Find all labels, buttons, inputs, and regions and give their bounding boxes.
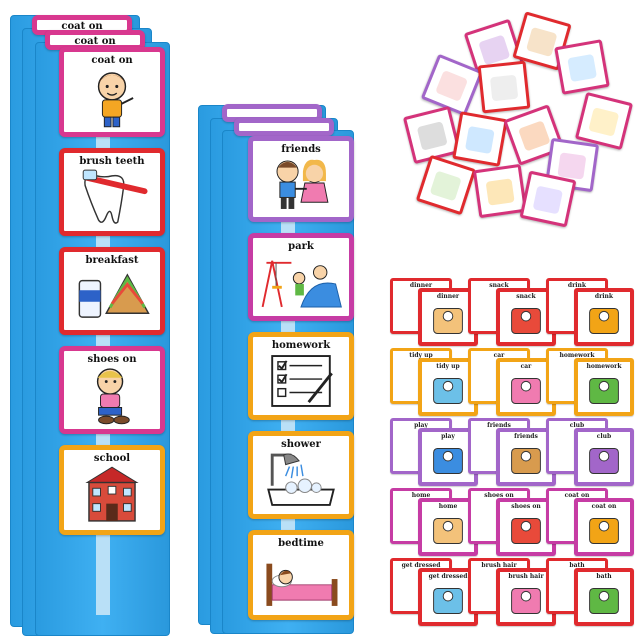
card-label: get dressed (401, 562, 441, 569)
card-label: homework (271, 340, 331, 351)
card-label: school (93, 453, 131, 464)
card-label: homework (559, 352, 595, 359)
card-label: dinner (409, 282, 433, 289)
card-picture-icon (589, 308, 619, 334)
card-picture-icon (511, 518, 541, 544)
card-label: shoes on (484, 492, 514, 499)
card-picture-icon (433, 448, 463, 474)
pile-card (472, 163, 528, 219)
playground-icon (261, 260, 342, 308)
card-label: club (596, 433, 612, 440)
card-label: shoes on (87, 354, 137, 365)
card-label: brush hair (481, 562, 517, 569)
card-school[interactable]: school (59, 445, 165, 535)
card-picture-icon (589, 518, 619, 544)
scattered-card-pile (400, 11, 640, 255)
card-label: shoes on (511, 503, 541, 510)
card-label: breakfast (85, 255, 139, 266)
card-picture-icon (433, 588, 463, 614)
card-label: get dressed (428, 573, 468, 580)
card-label: snack (489, 282, 509, 289)
shower-icon (267, 453, 335, 506)
pile-card (574, 91, 634, 151)
card-label: coat on (91, 55, 133, 66)
checklist-icon (271, 355, 333, 407)
pile-card (415, 154, 477, 216)
card-label: friends (281, 144, 321, 155)
child-icon (97, 72, 134, 128)
card-label: home (438, 503, 458, 510)
card-bedtime[interactable]: bedtime (248, 530, 354, 620)
card-picture-icon (511, 308, 541, 334)
card-label: brush teeth (79, 156, 145, 167)
card-label: bedtime (278, 538, 324, 549)
card-label: dinner (436, 293, 460, 300)
card-picture-icon (589, 588, 619, 614)
card-label: homework (586, 363, 622, 370)
grid-card[interactable]: get dressed (418, 568, 478, 626)
grid-card[interactable]: homework (574, 358, 634, 416)
card-picture-icon (433, 378, 463, 404)
card-picture-icon (589, 448, 619, 474)
card-label: play (414, 422, 428, 429)
card-label: drink (567, 282, 587, 289)
two-kids-icon (276, 159, 329, 209)
pile-card (554, 39, 610, 95)
grid-card[interactable]: bath (574, 568, 634, 626)
card-label: club (569, 422, 585, 429)
grid-card[interactable]: drink (574, 288, 634, 346)
pile-card (477, 60, 531, 114)
card-coat-on[interactable]: coat on (59, 47, 165, 137)
card-shoes-on[interactable]: shoes on (59, 346, 165, 434)
back-card (234, 118, 334, 136)
grid-card[interactable]: coat on (574, 498, 634, 556)
grid-card[interactable]: club (574, 428, 634, 486)
card-breakfast[interactable]: breakfast (59, 247, 165, 335)
card-picture-icon (433, 308, 463, 334)
card-picture-icon (511, 448, 541, 474)
card-brush-teeth[interactable]: brush teeth (59, 148, 165, 236)
card-label: friends (487, 422, 511, 429)
card-label: car (493, 352, 505, 359)
child-shoes-icon (96, 368, 130, 425)
sandwich-icon (78, 273, 150, 318)
card-label: snack (516, 293, 536, 300)
card-label: tidy up (436, 363, 460, 370)
card-label: play (441, 433, 455, 440)
school-building-icon (85, 466, 139, 522)
card-picture-icon (511, 378, 541, 404)
pile-card (452, 111, 508, 167)
card-label: brush hair (508, 573, 544, 580)
card-label: home (411, 492, 431, 499)
card-label: coat on (74, 36, 116, 47)
pile-card (519, 170, 577, 228)
grid-card[interactable]: home (418, 498, 478, 556)
card-park[interactable]: park (248, 233, 354, 321)
card-label: coat on (591, 503, 617, 510)
toothbrush-icon (82, 169, 148, 224)
card-homework[interactable]: homework (248, 332, 354, 420)
card-label: park (288, 241, 314, 252)
card-friends[interactable]: friends (248, 136, 354, 222)
card-label: tidy up (409, 352, 433, 359)
card-label: bath (596, 573, 612, 580)
card-picture-icon (589, 378, 619, 404)
card-picture-icon (433, 518, 463, 544)
bed-icon (266, 563, 338, 606)
card-label: bath (569, 562, 585, 569)
card-label: coat on (61, 21, 103, 32)
card-label: drink (594, 293, 614, 300)
card-label: coat on (564, 492, 590, 499)
card-picture-icon (511, 588, 541, 614)
card-label: shower (281, 439, 321, 450)
card-label: friends (514, 433, 538, 440)
card-shower[interactable]: shower (248, 431, 354, 519)
card-label: car (520, 363, 532, 370)
